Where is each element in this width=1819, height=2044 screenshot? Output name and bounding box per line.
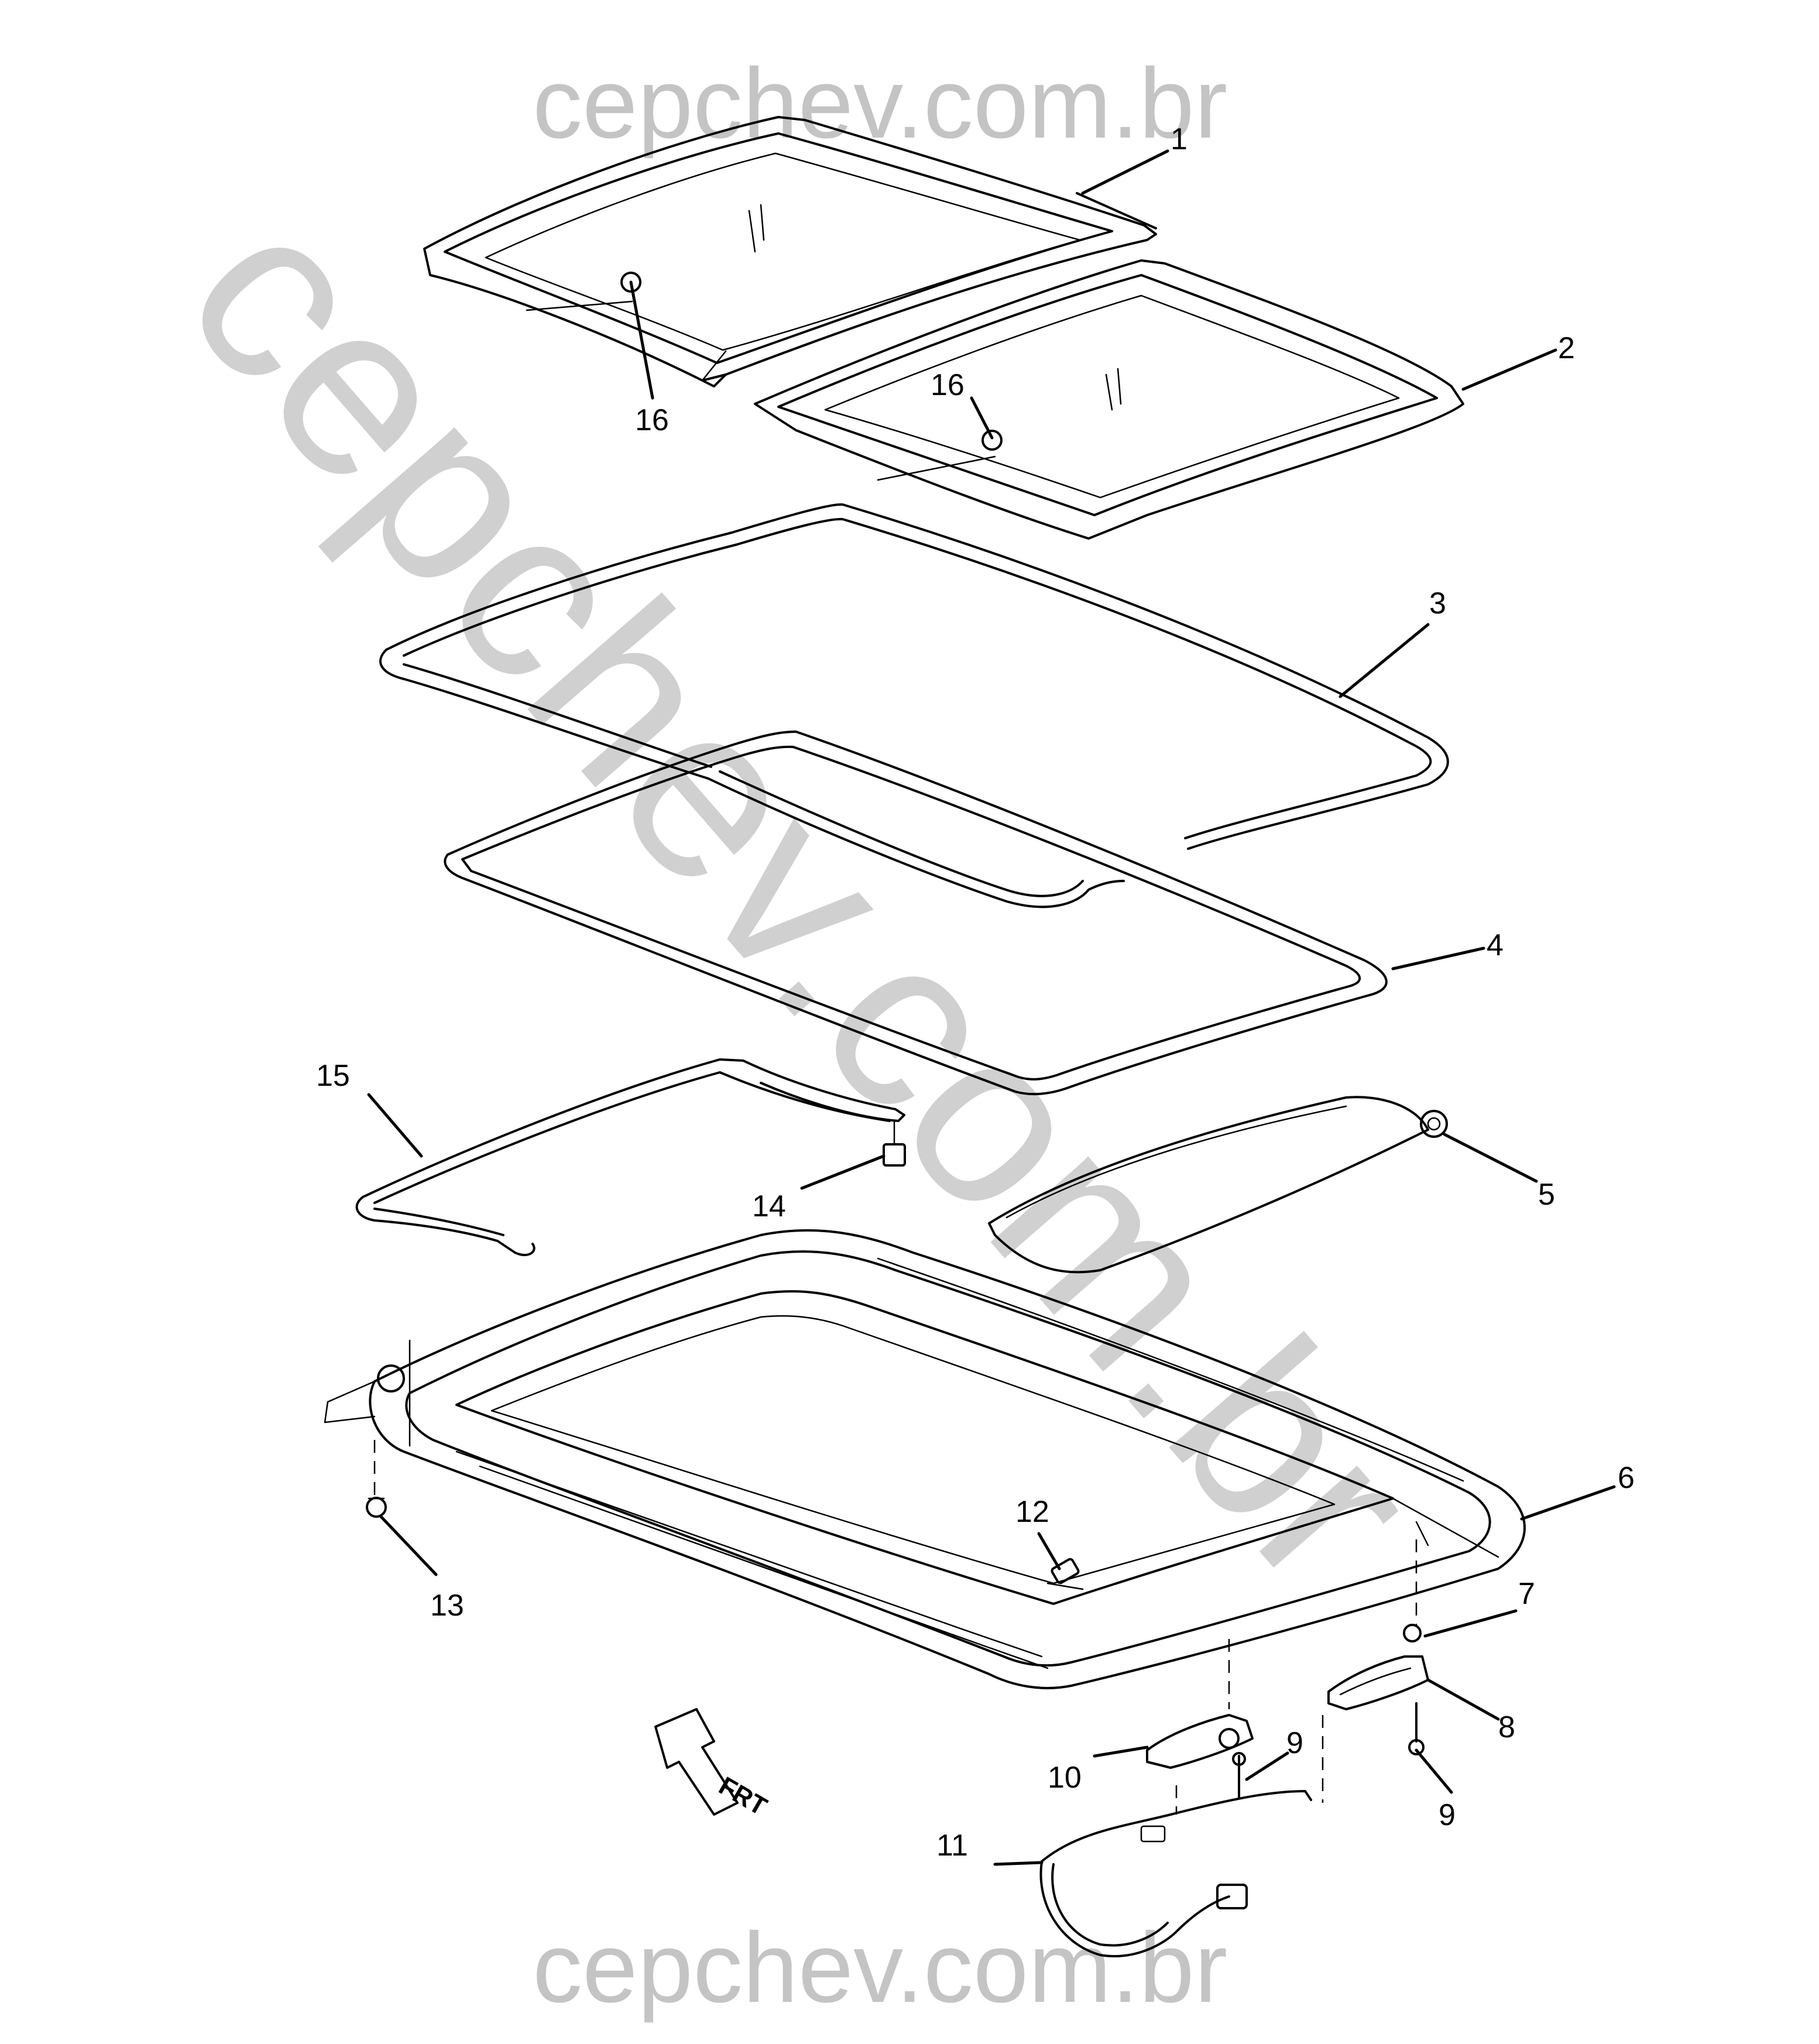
watermark-diagonal: cepchev.com.br [135, 159, 1470, 1635]
callout-14: 14 [752, 1189, 786, 1223]
part-15-wind-deflector [355, 1058, 905, 1256]
callout-5: 5 [1538, 1178, 1555, 1212]
part-16-nut-rear [981, 430, 1003, 451]
callout-7: 7 [1518, 1577, 1535, 1611]
part-11-wiring-harness [1039, 1715, 1324, 1957]
callout-9-left: 9 [1286, 1726, 1303, 1760]
part-1-front-glass-panel [423, 116, 1157, 387]
callout-16-rear: 16 [931, 368, 965, 402]
watermark-top: cepchev.com.br [533, 48, 1227, 159]
callout-1: 1 [1171, 122, 1188, 156]
callout-8: 8 [1498, 1710, 1515, 1744]
callout-16-front: 16 [635, 403, 669, 437]
callout-6: 6 [1618, 1461, 1635, 1495]
part-5-sunshade [988, 1096, 1448, 1274]
callout-13: 13 [430, 1589, 464, 1623]
part-10-motor [1146, 1639, 1254, 1769]
watermark-bottom: cepchev.com.br [533, 1912, 1227, 2024]
part-12-clip [1046, 1558, 1084, 1590]
front-orientation-arrow: FRT [654, 1708, 772, 1821]
callout-2: 2 [1558, 331, 1575, 365]
part-8-motor [1327, 1655, 1429, 1710]
callout-3: 3 [1429, 587, 1446, 620]
part-9-bolt-left [1232, 1752, 1246, 1798]
callout-11: 11 [936, 1829, 968, 1863]
callout-4: 4 [1487, 928, 1504, 962]
part-16-nut-front [620, 272, 641, 293]
callout-9-right: 9 [1439, 1798, 1456, 1832]
part-13-bolt [366, 1440, 387, 1518]
callout-12: 12 [1015, 1495, 1049, 1529]
part-3-outer-seal [379, 503, 1449, 850]
part-2-rear-glass-panel [754, 259, 1464, 540]
callout-15: 15 [316, 1059, 350, 1093]
callout-10: 10 [1048, 1761, 1082, 1795]
part-4-inner-seal [444, 731, 1388, 1096]
part-7-bolt [1403, 1539, 1422, 1642]
leader-lines [367, 149, 1616, 1866]
callout-numbers: 1 2 3 4 5 6 7 8 9 9 10 11 12 13 14 15 16… [316, 122, 1635, 1863]
part-9-bolt-right [1408, 1702, 1425, 1755]
part-6-sunroof-housing [324, 1229, 1526, 1689]
